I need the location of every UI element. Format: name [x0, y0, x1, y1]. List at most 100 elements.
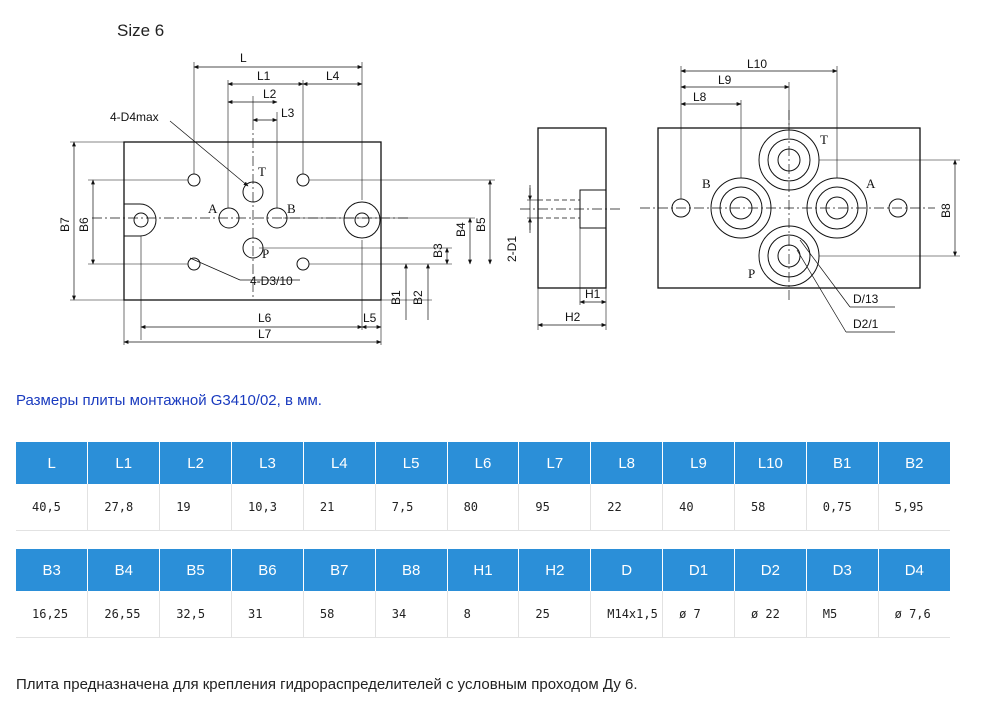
dim-L4: L4	[326, 69, 340, 83]
header-cell: L3	[231, 442, 304, 484]
port-label-P-right: P	[748, 266, 755, 281]
plate-outline-left	[123, 141, 382, 301]
dimensions-table-2: B3 B4 B5 B6 B7 B8 H1 H2 D D1 D2 D3 D4 16…	[16, 549, 950, 638]
dim-B6: B6	[77, 217, 91, 232]
value-cell: ø 22	[734, 591, 807, 638]
value-cell: M14x1,5	[590, 591, 664, 638]
value-cell: 22	[590, 484, 664, 531]
value-cell: ø 7	[662, 591, 735, 638]
side-view	[520, 127, 620, 330]
value-cell: 0,75	[806, 484, 879, 531]
dim-L5: L5	[363, 311, 377, 325]
value-cell: 21	[303, 484, 376, 531]
port-label-T: T	[258, 164, 266, 179]
value-cell: 7,5	[375, 484, 448, 531]
table-row: 40,5 27,8 19 10,3 21 7,5 80 95 22 40 58 …	[16, 484, 950, 531]
header-cell: B8	[375, 549, 448, 591]
table-row: 16,25 26,55 32,5 31 58 34 8 25 M14x1,5 ø…	[16, 591, 950, 638]
footnote: Плита предназначена для крепления гидрор…	[16, 676, 638, 693]
header-cell: L7	[518, 442, 592, 484]
header-cell: B6	[231, 549, 304, 591]
header-cell: B7	[303, 549, 376, 591]
port-A-hole	[218, 207, 240, 229]
left-mount-slot	[124, 203, 157, 237]
port-label-A-right: A	[866, 176, 876, 191]
header-cell: D	[590, 549, 664, 591]
dim-H2: H2	[565, 310, 581, 324]
left-view	[70, 62, 495, 345]
port-label-B: B	[287, 201, 296, 216]
dim-L: L	[240, 51, 247, 65]
value-cell: 19	[159, 484, 233, 531]
value-cell: 5,95	[878, 484, 950, 531]
dim-L10: L10	[747, 57, 767, 71]
callout-4-D4max: 4-D4max	[110, 110, 159, 124]
dim-L9: L9	[718, 73, 732, 87]
dim-B4: B4	[454, 222, 468, 237]
header-cell: D2	[734, 549, 807, 591]
table-header-row: L L1 L2 L3 L4 L5 L6 L7 L8 L9 L10 B1 B2	[16, 442, 950, 484]
dim-L1: L1	[257, 69, 271, 83]
callout-D-13: D/13	[853, 292, 879, 306]
dim-B1: B1	[389, 290, 403, 305]
header-cell: L2	[159, 442, 233, 484]
value-cell: 32,5	[159, 591, 233, 638]
header-cell: L4	[303, 442, 376, 484]
port-label-T-right: T	[820, 132, 828, 147]
dim-B3: B3	[431, 243, 445, 258]
plate-outline-side	[537, 127, 607, 289]
port-label-A: A	[208, 201, 218, 216]
value-cell: 40,5	[16, 484, 89, 531]
dim-2-D1: 2-D1	[505, 236, 519, 262]
port-T-hole	[242, 181, 264, 203]
header-cell: B1	[806, 442, 879, 484]
value-cell: 31	[231, 591, 304, 638]
value-cell: 8	[447, 591, 520, 638]
header-cell: B4	[87, 549, 161, 591]
dim-L2: L2	[263, 87, 277, 101]
header-cell: L10	[734, 442, 807, 484]
value-cell: M5	[806, 591, 879, 638]
header-cell: B3	[16, 549, 89, 591]
header-cell: L	[16, 442, 89, 484]
value-cell: 26,55	[87, 591, 161, 638]
header-cell: B2	[878, 442, 950, 484]
dim-B7: B7	[58, 217, 72, 232]
value-cell: ø 7,6	[878, 591, 950, 638]
value-cell: 58	[734, 484, 807, 531]
dimensions-table-1: L L1 L2 L3 L4 L5 L6 L7 L8 L9 L10 B1 B2 4…	[16, 442, 950, 531]
left-view-labels: L L1 L2 L3 L4 L5 L6 L7 B1 B2 B3 B4 B5 B6…	[58, 51, 488, 341]
value-cell: 95	[518, 484, 592, 531]
table-caption: Размеры плиты монтажной G3410/02, в мм.	[16, 392, 322, 409]
value-cell: 58	[303, 591, 376, 638]
size-title: Size 6	[117, 21, 164, 40]
dim-B5: B5	[474, 217, 488, 232]
header-cell: L1	[87, 442, 161, 484]
header-cell: L8	[590, 442, 664, 484]
value-cell: 34	[375, 591, 448, 638]
port-label-B-right: B	[702, 176, 711, 191]
header-cell: B5	[159, 549, 233, 591]
dim-L6: L6	[258, 311, 272, 325]
right-view-labels: L10 L9 L8 B8 T B A P D/13 D2/1	[693, 57, 953, 331]
header-cell: D1	[662, 549, 735, 591]
dim-B8: B8	[939, 203, 953, 218]
value-cell: 25	[518, 591, 592, 638]
value-cell: 16,25	[16, 591, 89, 638]
technical-drawing: Size 6	[58, 21, 960, 345]
header-cell: H1	[447, 549, 520, 591]
value-cell: 40	[662, 484, 735, 531]
dim-L8: L8	[693, 90, 707, 104]
dim-H1: H1	[585, 287, 601, 301]
header-cell: L5	[375, 442, 448, 484]
header-cell: D3	[806, 549, 879, 591]
value-cell: 27,8	[87, 484, 161, 531]
dim-L3: L3	[281, 106, 295, 120]
dim-L7: L7	[258, 327, 272, 341]
side-view-labels: 2-D1 H1 H2	[505, 236, 601, 324]
header-cell: D4	[878, 549, 950, 591]
right-view	[640, 66, 960, 333]
dim-B2: B2	[411, 290, 425, 305]
port-label-P: P	[262, 246, 269, 261]
header-cell: H2	[518, 549, 592, 591]
